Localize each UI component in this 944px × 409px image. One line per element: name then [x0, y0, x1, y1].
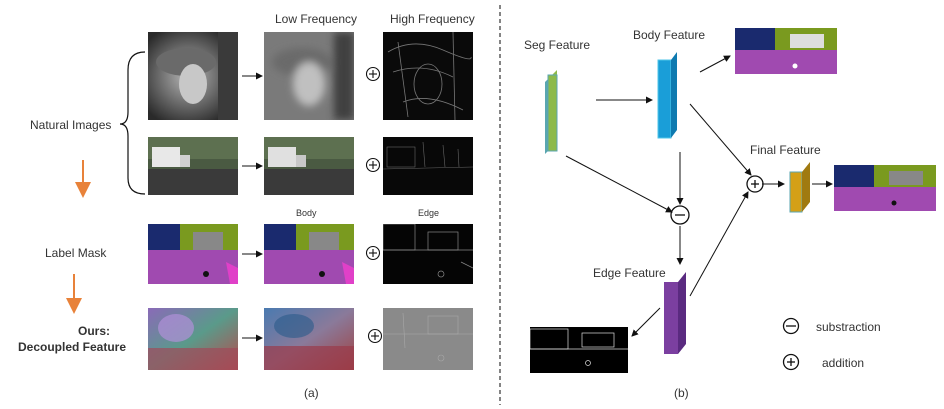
arrow-body-to-plus [689, 103, 752, 176]
legend-minus-icon [782, 317, 800, 335]
final-feature-block [789, 162, 810, 213]
plus-icon [365, 245, 381, 261]
plus-icon [367, 328, 383, 344]
arrow-seg-to-minus [565, 155, 673, 213]
body-feature-block [657, 52, 677, 139]
image-decoupled-edge [383, 308, 473, 370]
plus-icon [365, 66, 381, 82]
legend-plus-icon [782, 353, 800, 371]
image-label-mask-edge [383, 224, 473, 284]
image-street-high-frequency [383, 137, 473, 195]
label-edge-feature: Edge Feature [593, 266, 666, 280]
legend-addition-label: addition [822, 356, 865, 370]
row-label-decoupled-feature: Decoupled Feature [18, 340, 127, 354]
row-label-label-mask: Label Mask [45, 246, 107, 260]
image-street-low-frequency [264, 137, 354, 195]
image-lena-low-frequency [264, 32, 354, 120]
caption-a: (a) [304, 386, 319, 400]
arrow-edge-to-plus [689, 191, 749, 297]
image-street-original [148, 137, 238, 195]
label-final-feature: Final Feature [750, 143, 821, 157]
image-body-output [735, 28, 837, 74]
plus-icon [746, 175, 764, 193]
label-body: Body [296, 208, 317, 218]
image-final-output [834, 165, 936, 211]
row-label-ours: Ours: [78, 324, 111, 338]
legend-substraction-label: substraction [816, 320, 881, 334]
minus-icon [670, 205, 690, 225]
image-decoupled-body [264, 308, 354, 370]
label-body-feature: Body Feature [633, 28, 706, 42]
image-edge-output [530, 327, 628, 373]
image-lena-original [148, 32, 238, 120]
label-seg-feature: Seg Feature [524, 38, 591, 52]
arrow-edge-to-output [631, 307, 661, 337]
image-lena-high-frequency [383, 32, 473, 120]
natural-images-bracket [119, 51, 146, 195]
plus-icon [365, 157, 381, 173]
seg-feature-block [545, 70, 558, 154]
caption-b: (b) [674, 386, 689, 400]
col-header-high-frequency: High Frequency [390, 12, 475, 26]
image-label-mask-original [148, 224, 238, 284]
image-label-mask-body [264, 224, 354, 284]
image-decoupled-original [148, 308, 238, 370]
row-label-natural-images: Natural Images [30, 118, 112, 132]
col-header-low-frequency: Low Frequency [275, 12, 358, 26]
label-edge: Edge [418, 208, 440, 218]
edge-feature-block [664, 272, 686, 354]
arrow-body-to-output [699, 55, 731, 73]
